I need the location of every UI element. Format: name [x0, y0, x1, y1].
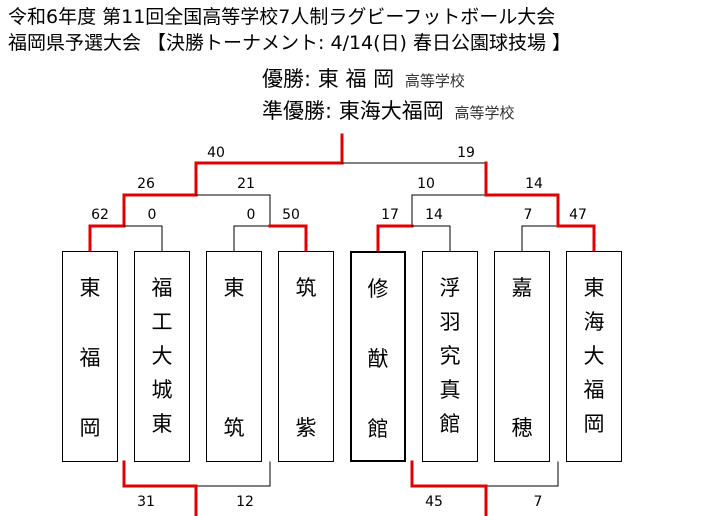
team-8-char-2: 海	[583, 310, 605, 334]
winner-suffix: 高等学校	[404, 72, 465, 90]
team-4-char-2: 紫	[295, 416, 317, 440]
team-8-char-1: 東	[583, 276, 605, 300]
tournament-subtitle: 福岡県予選大会 【決勝トーナメント: 4/14(日) 春日公園球技場 】	[8, 32, 572, 54]
score-qf-7: 7	[523, 207, 533, 223]
score-final-left: 40	[207, 145, 225, 161]
score-consolation-left-b: 12	[236, 494, 254, 510]
team-6-char-2: 羽	[439, 310, 461, 334]
team-1-char-1: 東	[79, 276, 101, 300]
score-qf-2: 0	[147, 207, 157, 223]
score-qf-4: 50	[282, 207, 300, 223]
team-2-char-4: 城	[151, 378, 173, 402]
score-consolation-right-b: 7	[533, 494, 543, 510]
team-8-char-5: 岡	[583, 412, 605, 436]
team-2-char-3: 大	[151, 344, 173, 368]
score-consolation-right-a: 45	[425, 494, 443, 510]
score-qf-6: 14	[425, 207, 443, 223]
runnerup-suffix: 高等学校	[454, 104, 515, 122]
team-8-char-3: 大	[583, 344, 605, 368]
score-semi-right-b: 14	[525, 176, 543, 192]
team-5-char-2: 猷	[367, 347, 389, 371]
team-2-char-2: 工	[151, 310, 173, 334]
team-5-char-3: 館	[367, 417, 389, 441]
team-3-char-2: 筑	[223, 416, 245, 440]
team-box-3: 東筑	[206, 251, 262, 462]
score-qf-8: 47	[569, 207, 587, 223]
runnerup-name: 東海大福岡	[338, 99, 444, 123]
team-1-char-3: 岡	[79, 416, 101, 440]
tournament-title: 令和6年度 第11回全国高等学校7人制ラグビーフットボール大会	[8, 6, 556, 28]
score-semi-right-a: 10	[417, 176, 435, 192]
team-box-6: 浮羽究真館	[422, 251, 478, 462]
winner-result: 優勝: 東 福 岡 高等学校	[262, 66, 465, 94]
runnerup-label: 準優勝:	[262, 99, 333, 123]
score-semi-left-a: 26	[137, 176, 155, 192]
team-box-5: 修猷館	[350, 251, 406, 462]
score-semi-left-b: 21	[237, 176, 255, 192]
team-8-char-4: 福	[583, 378, 605, 402]
winner-label: 優勝:	[262, 67, 312, 91]
team-1-char-2: 福	[79, 346, 101, 370]
team-box-7: 嘉穂	[494, 251, 550, 462]
team-7-char-2: 穂	[511, 416, 533, 440]
team-3-char-1: 東	[223, 276, 245, 300]
team-box-2: 福工大城東	[134, 251, 190, 462]
team-box-1: 東福岡	[62, 251, 118, 462]
team-6-char-1: 浮	[439, 276, 461, 300]
score-qf-3: 0	[246, 207, 256, 223]
team-box-8: 東海大福岡	[566, 251, 622, 462]
team-2-char-1: 福	[151, 276, 173, 300]
team-5-char-1: 修	[367, 277, 389, 301]
team-7-char-1: 嘉	[511, 276, 533, 300]
score-consolation-left-a: 31	[137, 494, 155, 510]
score-final-right: 19	[457, 145, 475, 161]
team-2-char-5: 東	[151, 412, 173, 436]
score-qf-1: 62	[91, 207, 109, 223]
team-6-char-5: 館	[439, 412, 461, 436]
runnerup-result: 準優勝: 東海大福岡 高等学校	[262, 98, 514, 126]
team-4-char-1: 筑	[295, 276, 317, 300]
team-box-4: 筑紫	[278, 251, 334, 462]
score-qf-5: 17	[381, 207, 399, 223]
team-6-char-3: 究	[439, 344, 461, 368]
team-6-char-4: 真	[439, 378, 461, 402]
winner-name: 東 福 岡	[317, 67, 395, 91]
